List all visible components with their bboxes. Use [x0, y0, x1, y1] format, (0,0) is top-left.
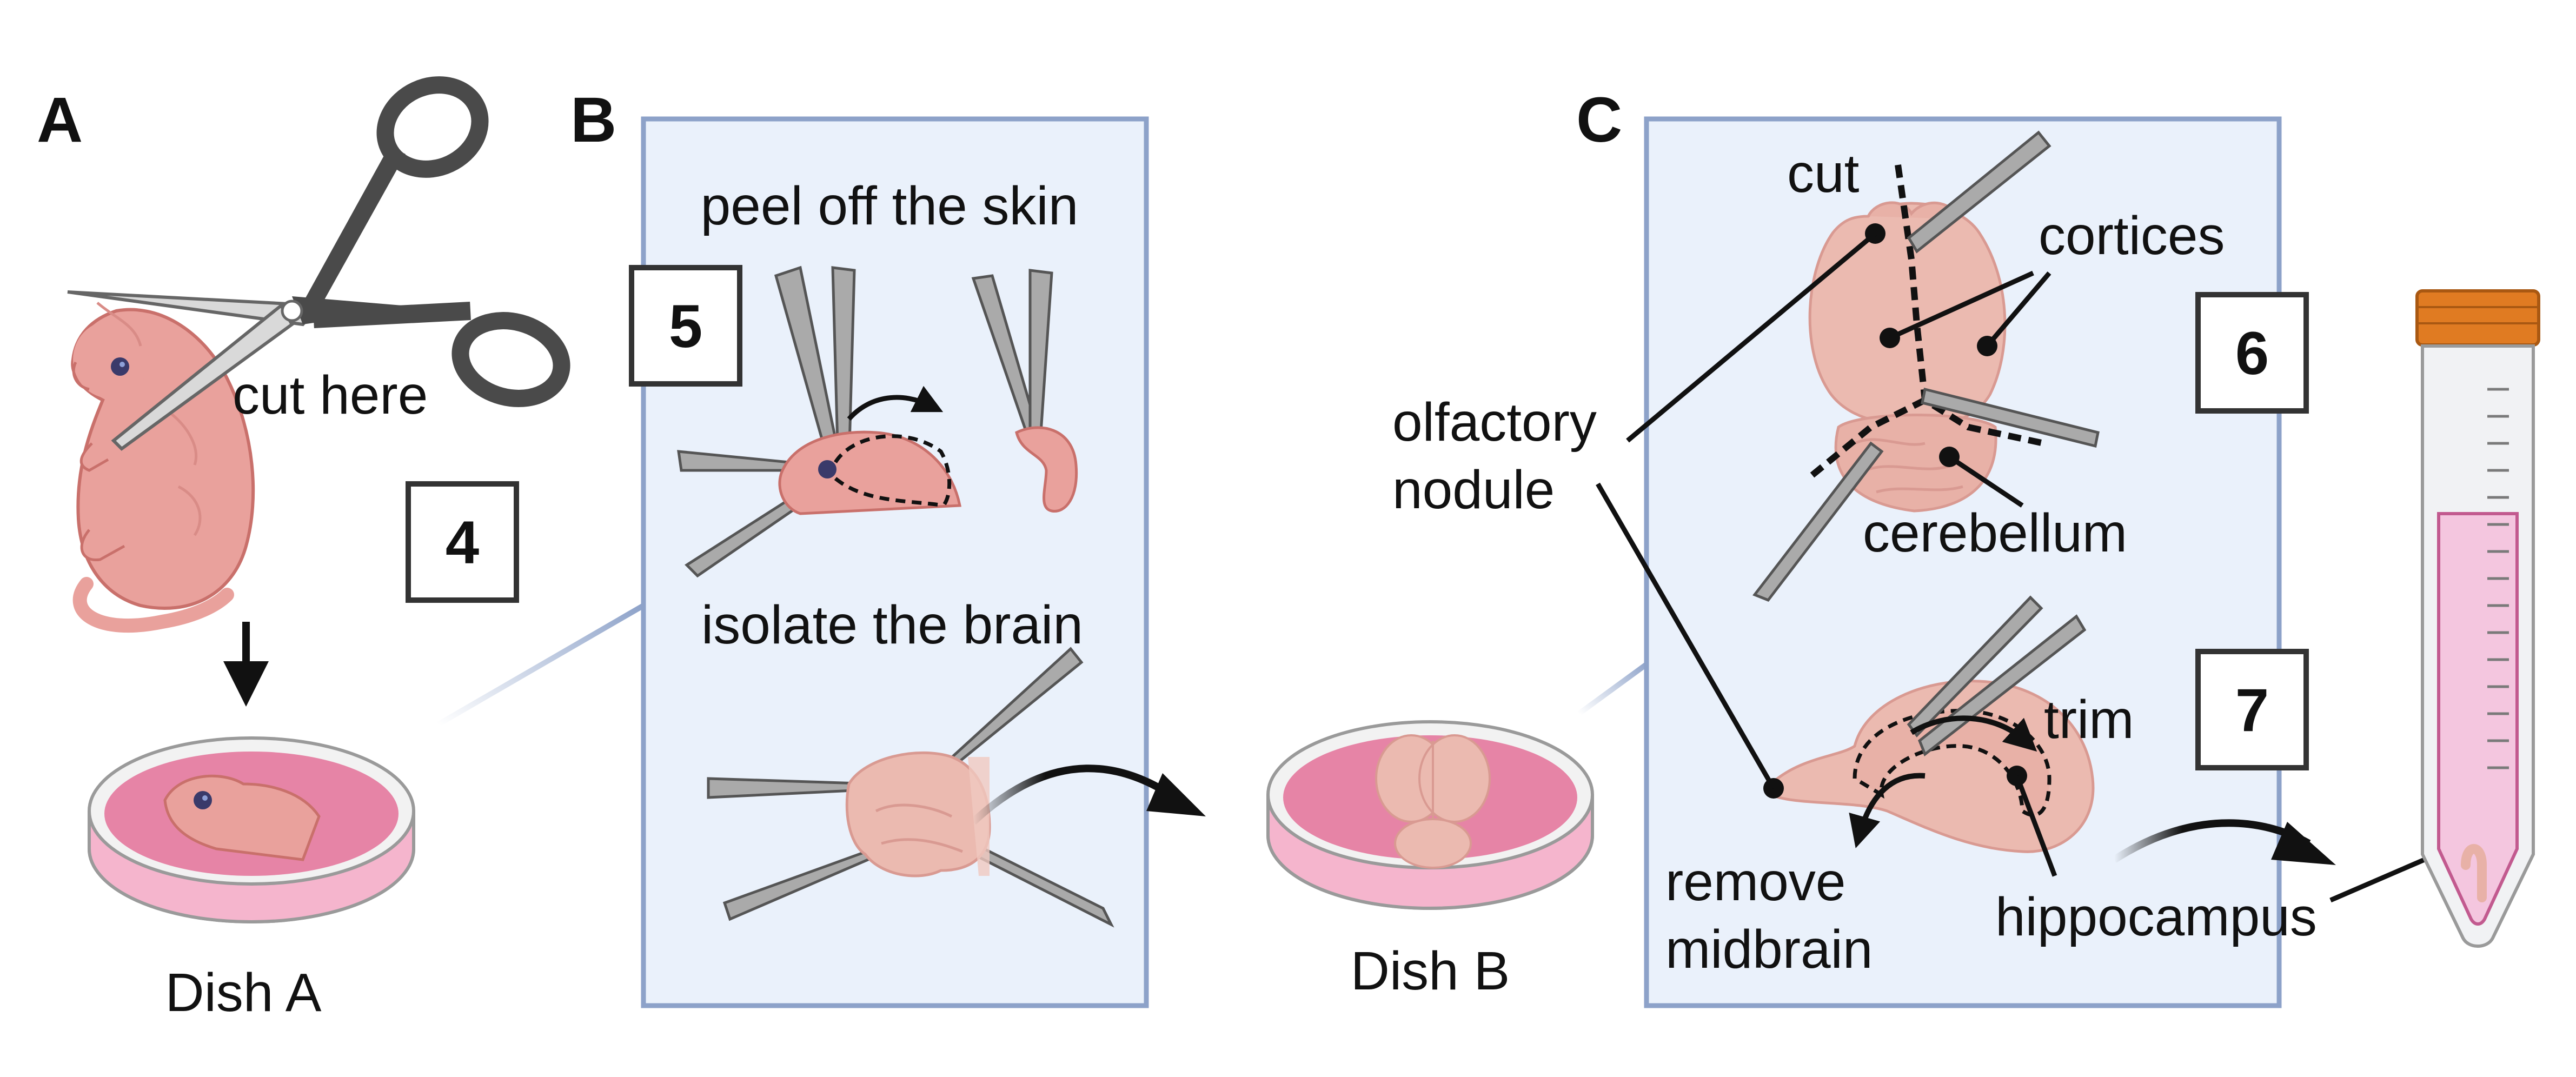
connector-line-dishb-c: [1577, 660, 1651, 716]
step-5-box: [629, 265, 742, 387]
forceps-icon: [1752, 130, 2100, 602]
transfer-arrow-b: [971, 764, 1181, 825]
panel-b: B peel off the skin 5 isolate the brain: [570, 84, 1206, 1008]
step-4-box: [406, 481, 519, 603]
forceps-icon: [707, 647, 1114, 928]
step-4-number: 4: [446, 509, 479, 576]
petri-dish-a: [88, 736, 415, 923]
cut-dashed-line: [1809, 164, 2045, 478]
dish-a-label: Dish A: [165, 962, 321, 1023]
step-7-box: [2195, 649, 2309, 770]
pup-head: [778, 430, 962, 515]
cut-label: cut: [1787, 143, 1860, 204]
leader-lines: [1626, 223, 2051, 508]
remove-midbrain-line2: midbrain: [1665, 919, 1873, 980]
step-7-number: 7: [2235, 676, 2269, 744]
panel-c: C cut cortices olfactory: [1392, 84, 2317, 1008]
cortices-label: cortices: [2039, 205, 2225, 266]
panel-b-letter: B: [570, 84, 616, 156]
olfactory-label-line1: olfactory: [1392, 392, 1597, 453]
isolate-brain-label: isolate the brain: [701, 595, 1083, 655]
connector-line-a-b: [436, 603, 645, 727]
peel-dashed-outline: [834, 434, 952, 508]
brain-dorsal: [1808, 201, 2007, 513]
brain-in-dish: [1375, 734, 1491, 869]
step-5-number: 5: [669, 292, 702, 360]
panel-c-letter: C: [1576, 84, 1622, 156]
hippocampus-label: hippocampus: [1995, 887, 2317, 947]
trim-label: trim: [2044, 689, 2134, 750]
peel-arrow: [847, 385, 944, 421]
olfactory-label-line2: nodule: [1392, 460, 1555, 520]
cut-here-label: cut here: [233, 365, 428, 426]
trim-arrow: [1910, 715, 2037, 752]
step-6-box: [2195, 292, 2309, 414]
brain-isolated: [845, 751, 991, 877]
panel-a-letter: A: [37, 84, 83, 156]
conical-tube: [2415, 289, 2540, 948]
leader-lines: [1596, 482, 2057, 877]
cerebellum-label: cerebellum: [1863, 503, 2127, 563]
peel-off-skin-label: peel off the skin: [701, 176, 1079, 236]
petri-dish-b: [1266, 720, 1594, 910]
step-6-number: 6: [2235, 320, 2269, 387]
panel-a: A cut here 4: [37, 76, 570, 1023]
remove-midbrain-arrow: [1849, 773, 1926, 848]
peeled-skin: [1015, 426, 1078, 513]
scissors-icon: [67, 76, 570, 451]
dish-b-label: Dish B: [1351, 941, 1510, 1001]
remove-midbrain-line1: remove: [1665, 852, 1845, 912]
